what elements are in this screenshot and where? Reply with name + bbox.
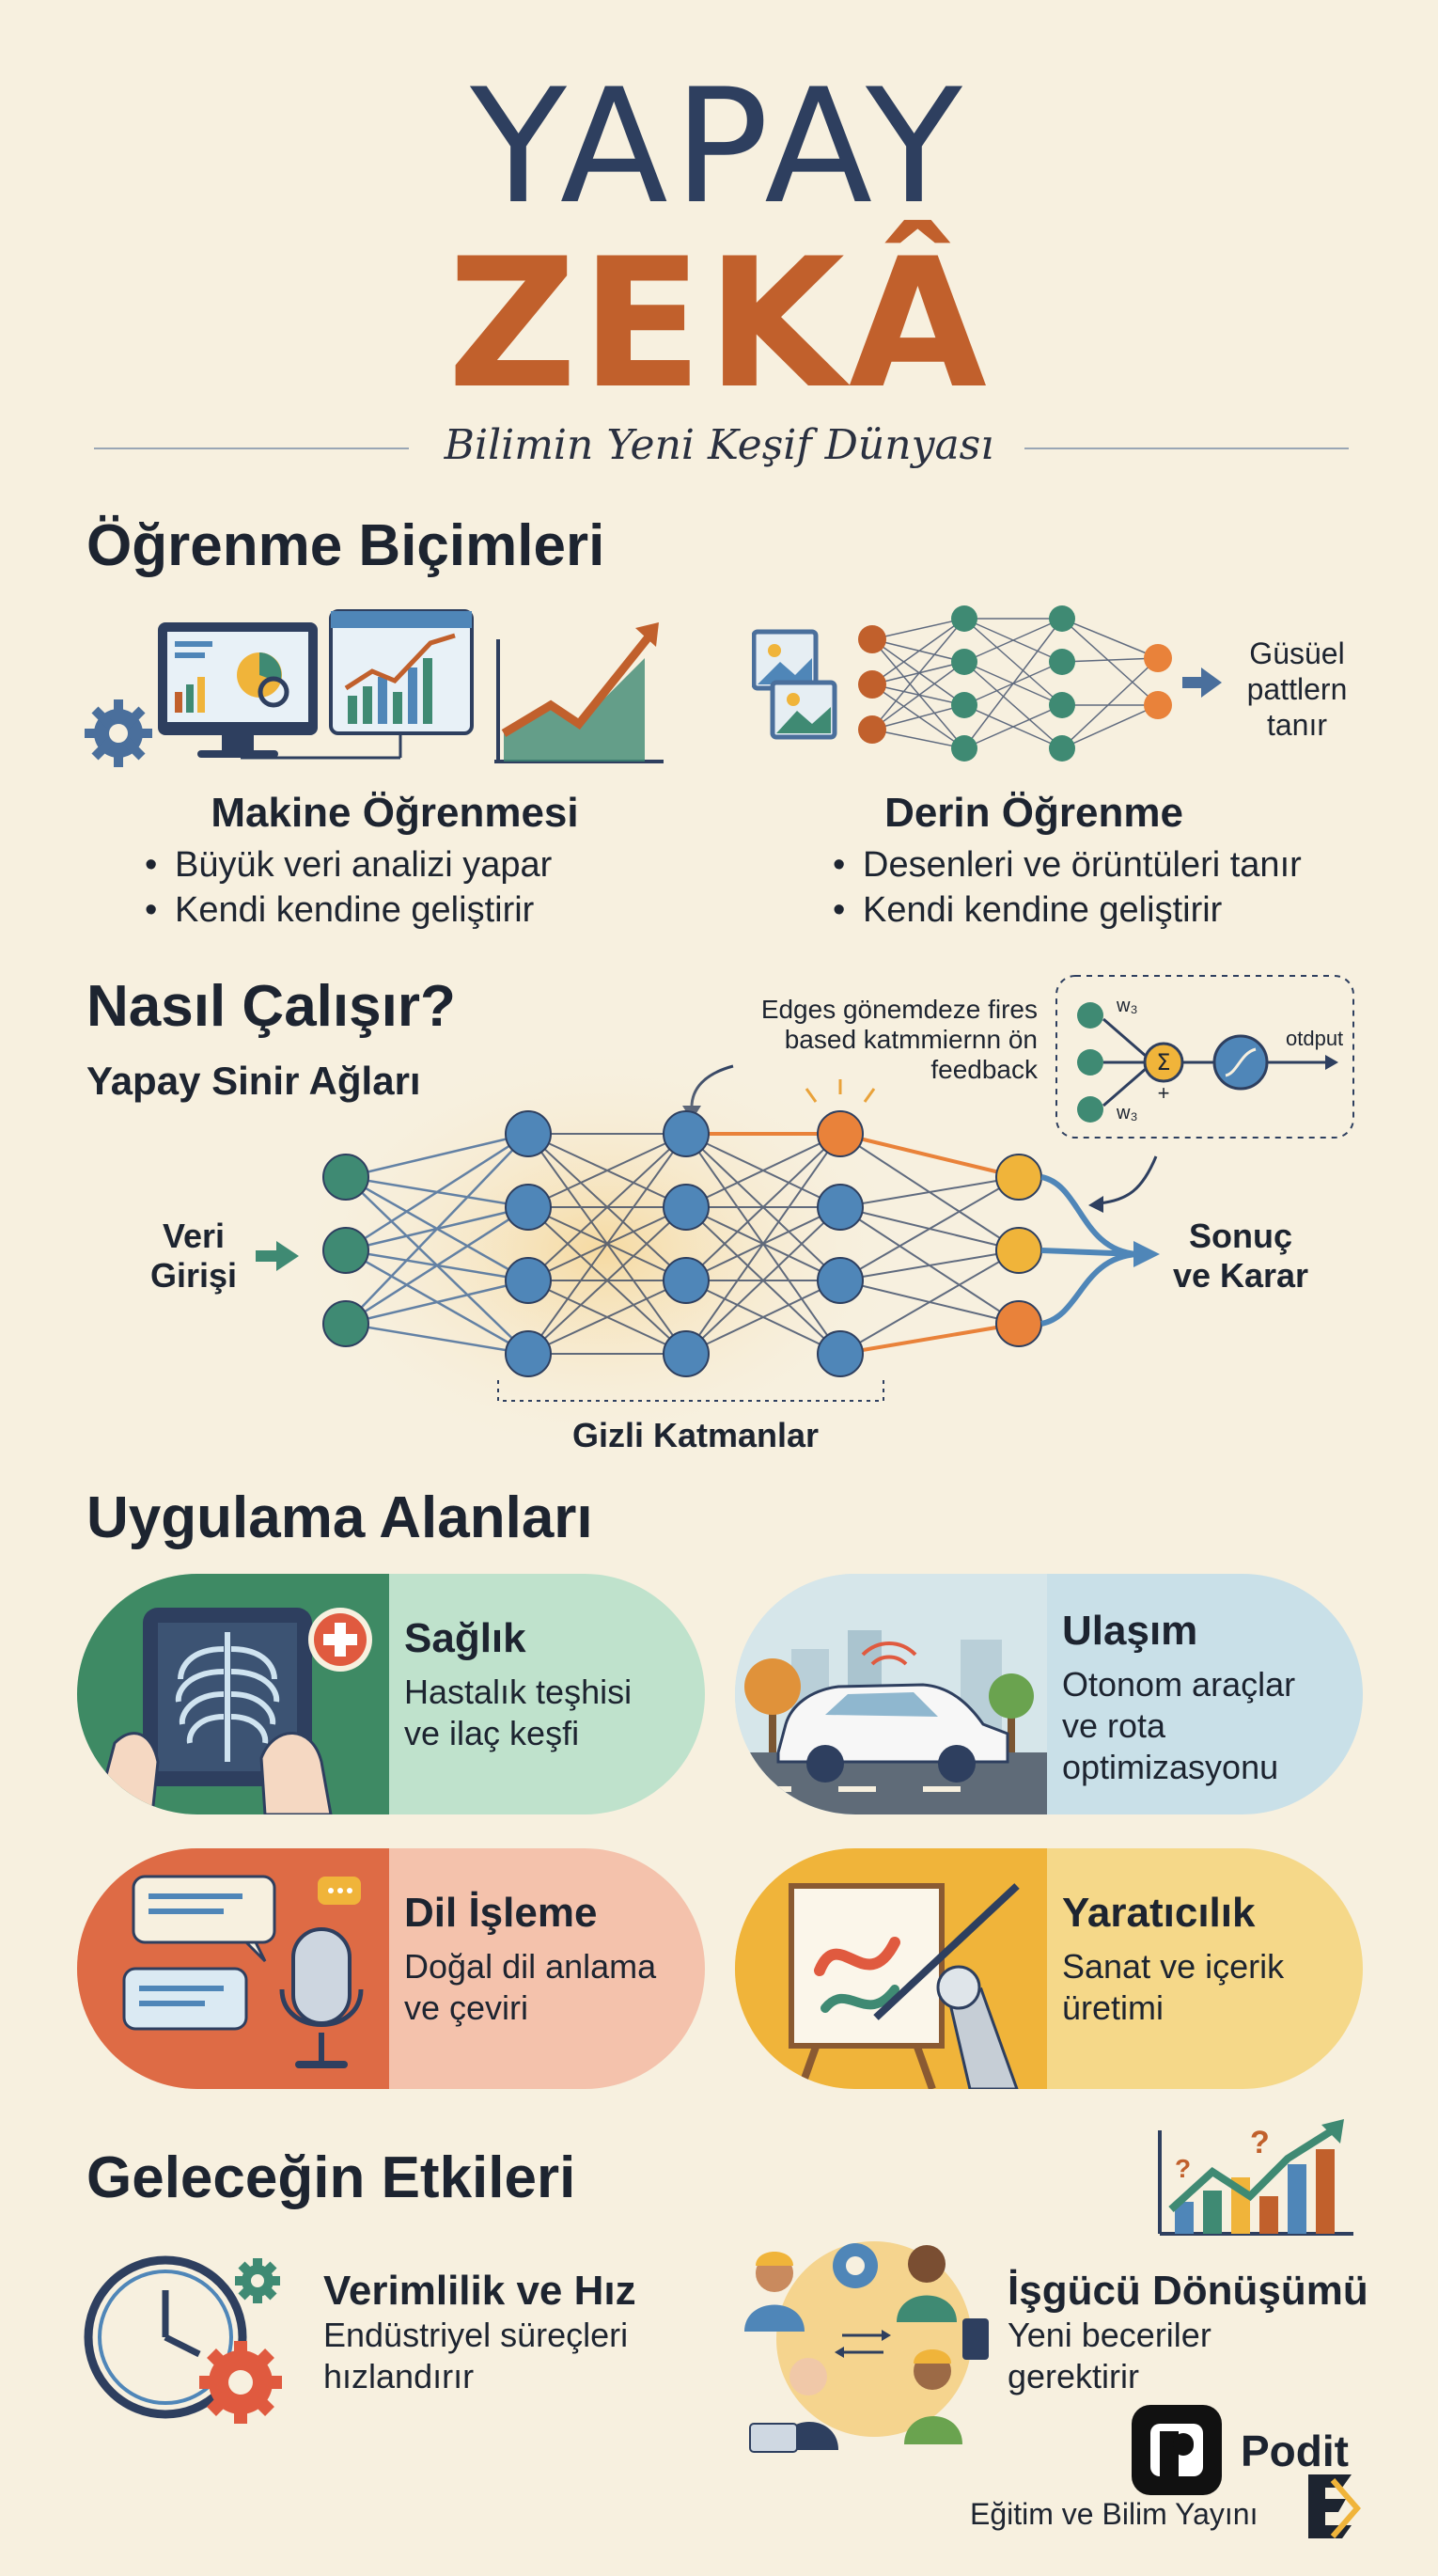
deep-learning-title: Derin Öğrenme bbox=[884, 790, 1183, 836]
section-title-applications: Uygulama Alanları bbox=[86, 1485, 593, 1550]
arrow-right-icon bbox=[1182, 668, 1222, 698]
section-title-future: Geleceğin Etkileri bbox=[86, 2145, 576, 2210]
input-nodes bbox=[322, 1154, 369, 1347]
title-line-1: YAPAY bbox=[470, 55, 968, 239]
dots-bubble-icon bbox=[318, 1877, 361, 1905]
network-icon bbox=[833, 2243, 878, 2288]
subtitle: Bilimin Yeni Keşif Dünyası bbox=[444, 421, 994, 469]
how-subtitle: Yapay Sinir Ağları bbox=[86, 1059, 421, 1103]
car-icon bbox=[776, 1683, 1009, 1783]
person-icon bbox=[744, 2252, 805, 2332]
card-title: Dil İşleme bbox=[404, 1890, 598, 1936]
list-item: Desenleri ve örüntüleri tanır bbox=[863, 842, 1438, 887]
card-title: Yaratıcılık bbox=[1062, 1890, 1256, 1936]
list-item: Kendi kendine geliştirir bbox=[863, 887, 1438, 933]
weight-bottom-label: w₃ bbox=[1116, 1103, 1138, 1123]
ribcage-icon bbox=[175, 1632, 280, 1762]
exchange-arrows-icon bbox=[842, 2333, 883, 2354]
medical-cross-icon bbox=[308, 1608, 372, 1672]
brand-name: Podit bbox=[1241, 2427, 1349, 2475]
person-icon bbox=[904, 2349, 962, 2444]
neuron-detail bbox=[1077, 1002, 1338, 1123]
output-label: otdput bbox=[1286, 1027, 1343, 1050]
neural-network-diagram: w₃ w₃ Σ + otdput bbox=[256, 975, 1354, 1457]
deep-net-nodes bbox=[858, 605, 1172, 762]
workforce-illustration bbox=[744, 2241, 989, 2453]
transport-illustration bbox=[735, 1574, 1047, 1814]
monitor-icon bbox=[158, 622, 318, 758]
health-illustration bbox=[77, 1574, 389, 1814]
wifi-icon bbox=[861, 1641, 917, 1666]
divider-right bbox=[1024, 448, 1349, 449]
growth-chart-icon: ? ? bbox=[1158, 2119, 1353, 2236]
tree-icon bbox=[744, 1658, 801, 1752]
gear-icon bbox=[85, 699, 152, 767]
chart-panel-icon bbox=[241, 609, 474, 760]
trend-chart-icon bbox=[494, 622, 664, 763]
machine-learning-illustration bbox=[85, 609, 664, 767]
language-illustration bbox=[77, 1848, 389, 2089]
person-icon bbox=[897, 2245, 957, 2322]
list-item: Kendi kendine geliştirir bbox=[175, 887, 739, 933]
machine-learning-title: Makine Öğrenmesi bbox=[211, 790, 579, 836]
phone-icon bbox=[962, 2318, 989, 2360]
easel-icon bbox=[789, 1883, 945, 2089]
deep-learning-illustration bbox=[752, 605, 1222, 762]
hidden-layer-2 bbox=[663, 1110, 710, 1377]
spark-rays bbox=[805, 1079, 876, 1103]
input-arrow-icon bbox=[256, 1241, 299, 1271]
neuron-arrow bbox=[1099, 1155, 1158, 1205]
machine-learning-bullets: Büyük veri analizi yapar Kendi kendine g… bbox=[137, 842, 739, 933]
card-title: Ulaşım bbox=[1062, 1608, 1198, 1654]
deep-learning-bullets: Desenleri ve örüntüleri tanır Kendi kend… bbox=[825, 842, 1438, 933]
publisher-name: Eğitim ve Bilim Yayını bbox=[970, 2497, 1258, 2531]
microphone-icon bbox=[279, 1927, 364, 2068]
creativity-illustration bbox=[735, 1848, 1047, 2089]
divider-left bbox=[94, 448, 409, 449]
laptop-icon bbox=[749, 2423, 798, 2453]
output-nodes bbox=[995, 1154, 1042, 1347]
impact-title: Verimlilik ve Hız bbox=[323, 2268, 636, 2314]
sum-symbol: Σ bbox=[1156, 1049, 1170, 1076]
network-connections bbox=[345, 1132, 529, 1356]
plus-symbol: + bbox=[1158, 1081, 1170, 1105]
list-item: Büyük veri analizi yapar bbox=[175, 842, 739, 887]
robot-hand-icon bbox=[873, 1883, 1020, 2089]
output-arrow-icon bbox=[1040, 1174, 1138, 1327]
svg-text:?: ? bbox=[1175, 2154, 1191, 2183]
title-line-2: ZEKÂ bbox=[447, 220, 991, 428]
publisher-logo-icon bbox=[1308, 2474, 1361, 2538]
hidden-layer-3 bbox=[817, 1110, 864, 1377]
hidden-bracket bbox=[497, 1380, 884, 1402]
image-icon bbox=[752, 629, 837, 740]
neuron-box bbox=[1055, 975, 1354, 1139]
svg-text:?: ? bbox=[1250, 2125, 1270, 2160]
hidden-layers-label: Gizli Katmanlar bbox=[571, 1416, 820, 1454]
section-title-learning: Öğrenme Biçimleri bbox=[86, 513, 605, 578]
hidden-layer-1 bbox=[505, 1110, 552, 1377]
podit-logo-icon bbox=[1132, 2405, 1222, 2495]
impact-title: İşgücü Dönüşümü bbox=[1008, 2268, 1368, 2314]
clock-gear-icon bbox=[84, 2255, 282, 2424]
weight-top-label: w₃ bbox=[1116, 996, 1138, 1016]
section-title-how: Nasıl Çalışır? bbox=[86, 974, 456, 1039]
chat-bubble-icon bbox=[122, 1875, 276, 2031]
card-title: Sağlık bbox=[404, 1615, 526, 1661]
